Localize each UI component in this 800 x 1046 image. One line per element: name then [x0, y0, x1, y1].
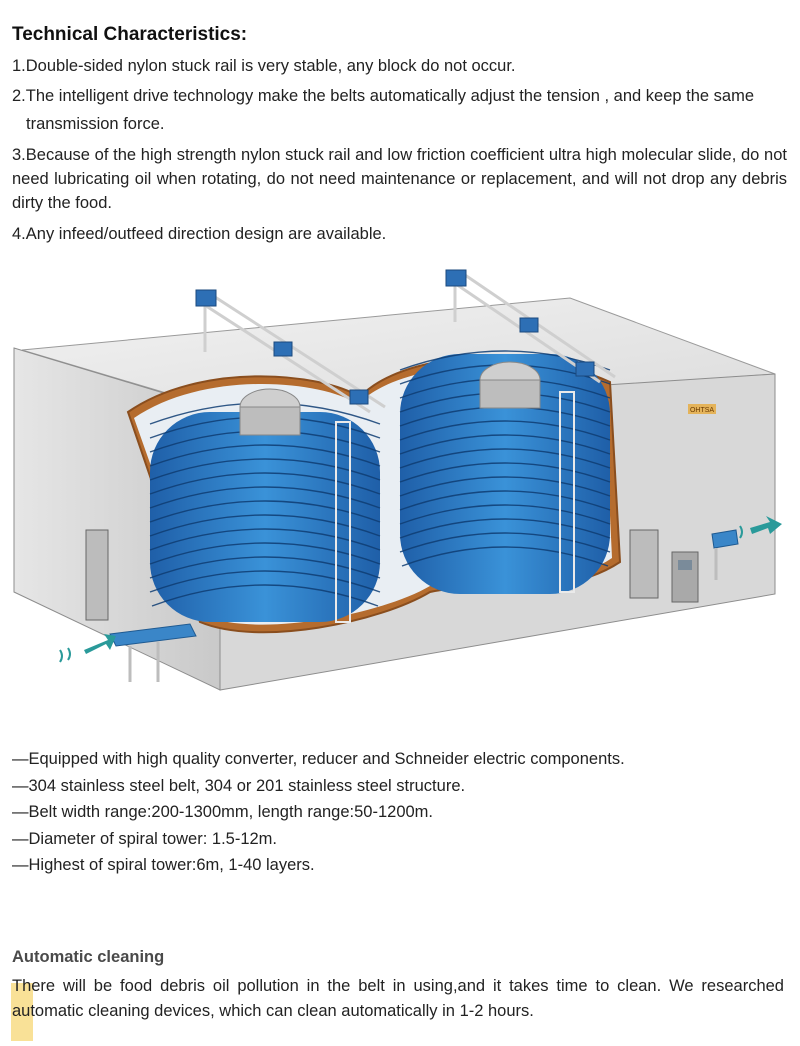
- characteristic-2-line-1: 2.The intelligent drive technology make …: [12, 87, 755, 105]
- infeed-arrow-icon: [59, 634, 116, 663]
- spec-item: —304 stainless steel belt, 304 or 201 st…: [12, 776, 466, 795]
- control-cabinet: [671, 551, 699, 603]
- spec-item: —Highest of spiral tower:6m, 1-40 layers…: [12, 856, 315, 874]
- left-spiral-tower: [149, 388, 381, 623]
- drive-motors: [195, 269, 595, 405]
- left-door: [85, 529, 109, 621]
- spec-list: —Equipped with high quality converter, r…: [12, 746, 625, 879]
- characteristic-2: 2.The intelligent drive technology make …: [12, 84, 787, 136]
- highlight-marker: [11, 983, 33, 1041]
- automatic-cleaning-heading: Automatic cleaning: [12, 948, 165, 966]
- infeed-conveyor: [109, 623, 197, 682]
- outfeed-arrow-icon: [739, 516, 782, 539]
- right-door: [629, 529, 659, 599]
- characteristic-4: 4.Any infeed/outfeed direction design ar…: [12, 225, 387, 243]
- technical-characteristics-heading: Technical Characteristics:: [12, 24, 248, 45]
- automatic-cleaning-text: There will be food debris oil pollution …: [12, 977, 784, 1020]
- right-spiral-tower: [399, 350, 611, 594]
- spec-item: —Belt width range:200-1300mm, length ran…: [12, 803, 433, 821]
- characteristic-2-line-2: transmission force.: [26, 115, 165, 133]
- brand-label: OHTSA: [690, 407, 714, 414]
- spec-item: —Equipped with high quality converter, r…: [12, 750, 625, 768]
- characteristic-3: 3.Because of the high strength nylon stu…: [12, 146, 787, 212]
- spiral-freezer-illustration: OHTSA: [13, 269, 782, 691]
- spec-item: —Diameter of spiral tower: 1.5-12m.: [12, 829, 278, 848]
- outfeed-conveyor: [711, 529, 739, 580]
- characteristic-1: 1.Double-sided nylon stuck rail is very …: [12, 57, 516, 75]
